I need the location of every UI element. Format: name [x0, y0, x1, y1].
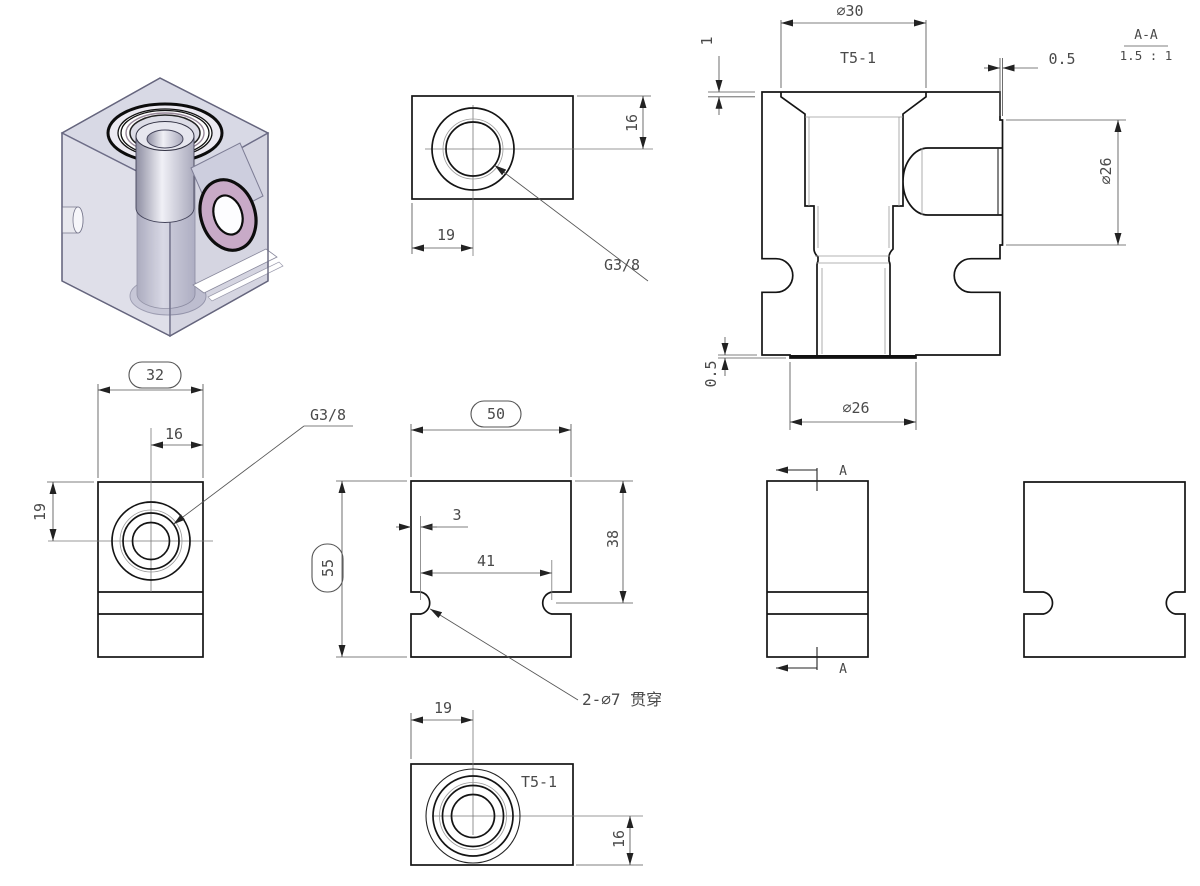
section-scale: 1.5 : 1	[1120, 48, 1173, 63]
right-view	[1023, 481, 1186, 658]
main-view-dim-50: 50	[487, 405, 505, 423]
bottom-view-ring-2	[432, 775, 514, 857]
front-view-dim-16: 16	[165, 425, 183, 443]
front-view-dim-19: 19	[31, 503, 49, 521]
side-view: A A	[766, 464, 869, 677]
bottom-view-ring-5	[450, 793, 496, 839]
top-view: 19 16 G3/8	[411, 95, 653, 282]
front-view-outline	[97, 481, 204, 658]
iso-slot-band	[192, 248, 278, 294]
bottom-view-ring-3	[439, 782, 507, 850]
iso-slot-band-2	[207, 261, 284, 302]
front-view-bore-inner	[131, 521, 171, 561]
front-view: 32 16 19 G3/8	[31, 361, 353, 658]
bottom-view-ring-4	[441, 784, 505, 848]
side-view-cut-label-bottom: A	[839, 662, 847, 677]
section-dim-right-boss: ∅26	[1097, 157, 1115, 184]
iso-side-ring-hole	[212, 194, 244, 236]
isometric-view	[60, 77, 284, 338]
section-body	[761, 91, 1004, 359]
bottom-view-dim-16: 16	[610, 830, 628, 848]
iso-bore-hole	[146, 129, 184, 149]
top-view-dim-19: 19	[437, 226, 455, 244]
section-cavity-label: T5-1	[840, 49, 876, 67]
front-view-bore-mid	[122, 512, 180, 570]
section-dim-right-step: 0.5	[1048, 50, 1075, 68]
section-title: A-A	[1134, 28, 1158, 43]
bottom-view-ring-1	[425, 768, 521, 864]
section-dim-bottom-boss: ∅26	[842, 399, 869, 417]
bottom-view: T5-1 19 16	[410, 699, 643, 866]
main-view-dim-55: 55	[319, 559, 337, 577]
main-view-slot-note: 2-∅7 贯穿	[582, 690, 662, 709]
side-view-outline	[766, 480, 869, 658]
main-view: 50 55 3 41 38 2-∅7 贯穿	[311, 400, 662, 709]
top-view-thread-label: G3/8	[604, 256, 640, 274]
top-view-dim-16: 16	[623, 114, 641, 132]
side-view-cut-label-top: A	[839, 464, 847, 479]
bottom-view-outline	[410, 763, 574, 866]
main-view-dim-50-capsule	[470, 400, 522, 428]
bottom-view-cavity-label: T5-1	[521, 773, 557, 791]
section-dim-counterbore: ∅30	[836, 2, 863, 20]
iso-left-notch-cap	[72, 206, 84, 234]
front-view-dim-32-capsule	[128, 361, 182, 389]
front-view-bore-ring	[119, 509, 183, 573]
main-view-outline	[410, 480, 572, 658]
front-view-thread-label: G3/8	[310, 406, 346, 424]
right-view-outline	[1023, 481, 1186, 658]
section-view: ∅30 T5-1 1 0.5 ∅26 ∅26 0.5 A-A 1.5 : 1	[698, 2, 1172, 430]
top-view-bore-mid	[442, 118, 504, 180]
top-view-bore-inner	[445, 121, 501, 177]
iso-silhouette	[61, 77, 269, 337]
top-view-bore-outer	[431, 107, 515, 191]
section-dim-bottom-step: 0.5	[702, 360, 720, 387]
top-view-outline	[411, 95, 574, 200]
main-view-dim-38: 38	[604, 530, 622, 548]
section-dim-recess-depth: 1	[698, 36, 716, 45]
main-view-dim-3: 3	[452, 506, 461, 524]
front-view-dim-32: 32	[146, 366, 164, 384]
main-view-dim-55-capsule	[311, 543, 344, 593]
main-view-dim-41: 41	[477, 552, 495, 570]
iso-bore-cylinder	[135, 136, 195, 223]
front-view-bore-outer	[111, 501, 191, 581]
bottom-view-dim-19: 19	[434, 699, 452, 717]
